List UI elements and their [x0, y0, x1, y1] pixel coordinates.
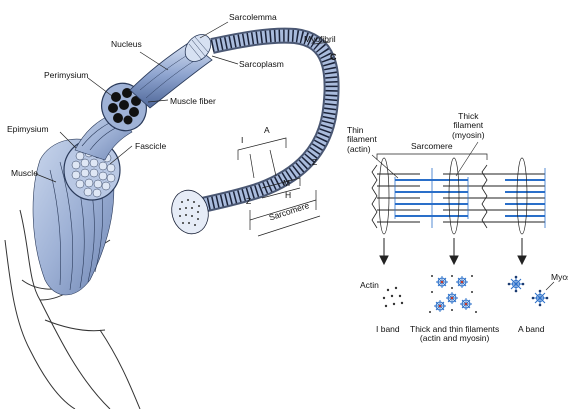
a-band-cross-section	[508, 276, 554, 307]
label-z-right: Z	[312, 158, 317, 167]
label-nucleus: Nucleus	[111, 40, 142, 49]
label-band-a: A	[264, 126, 270, 135]
label-band-m: M	[283, 179, 290, 188]
label-myofibril: Myofibril	[304, 35, 336, 44]
label-muscle: Muscle	[11, 169, 38, 178]
label-fascicle: Fascicle	[135, 142, 166, 151]
label-z-left: Z	[246, 197, 251, 206]
label-myosin: Myosin	[551, 273, 568, 282]
thick-thin-cross-section	[429, 275, 477, 313]
label-band-h: H	[285, 191, 291, 200]
sarcomere-panel	[372, 142, 554, 313]
label-sarcoplasm: Sarcoplasm	[239, 60, 284, 69]
label-sarcolemma: Sarcolemma	[229, 13, 277, 22]
label-thick-thin-filaments: Thick and thin filaments (actin and myos…	[410, 325, 499, 344]
label-actin: Actin	[360, 281, 379, 290]
label-muscle-fiber: Muscle fiber	[170, 97, 216, 106]
label-band-i: I	[241, 136, 243, 145]
figure-letter: C	[330, 53, 337, 62]
myofibril-end	[167, 186, 213, 238]
label-sarcomere-panel: Sarcomere	[411, 142, 453, 151]
label-thick-filament: Thick filament (myosin)	[452, 112, 485, 140]
label-perimysium: Perimysium	[44, 71, 88, 80]
i-band-dots	[383, 287, 403, 307]
label-epimysium: Epimysium	[7, 125, 49, 134]
label-i-band: I band	[376, 325, 400, 334]
label-a-band: A band	[518, 325, 544, 334]
label-thin-filament: Thin filament (actin)	[347, 126, 377, 154]
